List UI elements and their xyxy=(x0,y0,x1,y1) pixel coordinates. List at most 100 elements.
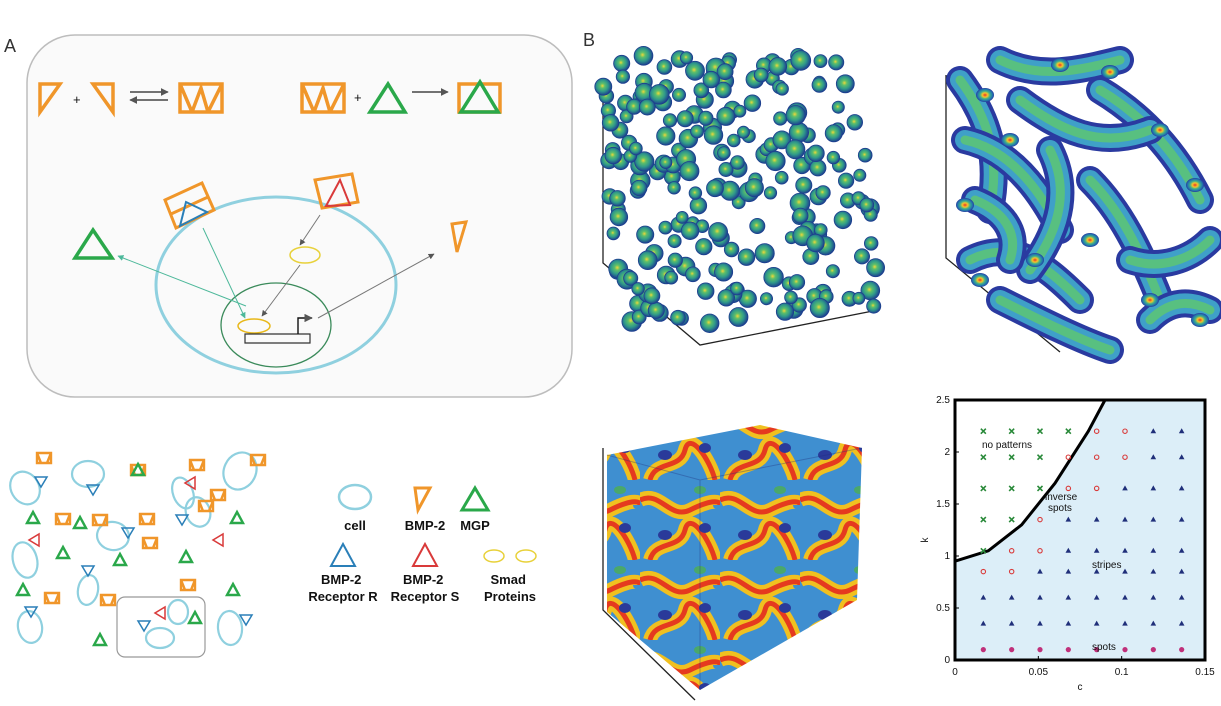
phase-point-spots xyxy=(1122,647,1128,653)
phase-point-stripes xyxy=(1150,568,1157,574)
spot-blob xyxy=(784,290,798,305)
tissue-mgp xyxy=(91,631,109,647)
tissue-bmp2 xyxy=(179,578,197,592)
tube-core xyxy=(970,195,1018,265)
phase-point-stripes xyxy=(1150,428,1157,434)
spot-blob xyxy=(631,282,645,296)
spot-blob xyxy=(643,287,661,305)
legend-smad-label: Smad Proteins xyxy=(484,572,536,604)
spot-blob xyxy=(634,151,655,172)
legend-smad-icon-1 xyxy=(483,549,505,563)
tissue-mgp xyxy=(224,581,242,597)
spot-blob xyxy=(717,289,736,307)
spot-blob xyxy=(716,63,734,81)
x-tick-label: 0.1 xyxy=(1115,667,1129,678)
spot-blob xyxy=(679,51,694,65)
legend-receptor-s-label: BMP-2 Receptor S xyxy=(391,572,460,604)
promoter-arrow xyxy=(297,313,313,334)
y-tick-label: 0 xyxy=(944,655,950,666)
phase-point-stripes xyxy=(1178,547,1185,553)
tissue-receptor-r xyxy=(80,565,96,578)
spot-blob xyxy=(790,50,812,71)
panel-a-letter: A xyxy=(4,36,16,56)
tissue-cell xyxy=(11,541,39,579)
tissue-cell xyxy=(171,476,195,510)
spot-blob xyxy=(693,82,710,99)
phase-point-inverse-spots xyxy=(1122,454,1128,460)
spot-blob xyxy=(730,155,745,170)
spot-blob xyxy=(792,207,809,224)
spot-blob xyxy=(629,141,643,156)
phase-points xyxy=(980,428,1185,653)
phase-point-no-patterns xyxy=(980,547,987,554)
phase-point-stripes xyxy=(1093,516,1100,522)
tissue-mgp xyxy=(24,509,42,525)
phase-point-stripes xyxy=(1037,620,1043,626)
spot-blob xyxy=(647,301,665,319)
spot-blob xyxy=(773,111,788,126)
phase-point-inverse-spots xyxy=(1065,485,1072,492)
legend: cell BMP-2 MGP BMP-2 Receptor R BMP-2 Re… xyxy=(308,483,537,604)
legend-smad-line1: Smad xyxy=(490,572,525,587)
tissue-receptor-s xyxy=(211,532,224,548)
bmp2-monomer-left xyxy=(38,82,64,118)
y-tick-label: 1.5 xyxy=(936,499,950,510)
spot-blob xyxy=(775,302,795,321)
spot-blob xyxy=(604,146,623,165)
spot-blob xyxy=(835,74,855,94)
x-tick-label: 0 xyxy=(952,667,958,678)
spot-blob xyxy=(623,270,639,286)
spot-blob xyxy=(702,70,721,89)
tissue-cell xyxy=(95,520,131,552)
tissue-mgp xyxy=(228,509,246,525)
spot-blob xyxy=(833,210,853,230)
spot-blob xyxy=(754,243,775,264)
spot-blob xyxy=(753,67,769,83)
tube-cross-section xyxy=(971,273,989,287)
secreted-mgp xyxy=(71,226,116,260)
cube-labyrinth-edges xyxy=(606,447,863,690)
spot-blob xyxy=(733,104,747,118)
spot-blob xyxy=(703,125,724,145)
spot-blob xyxy=(676,110,694,128)
tube-cross-section xyxy=(1026,253,1044,267)
tissue-bmp2 xyxy=(249,453,267,467)
spot-blob xyxy=(658,220,673,235)
tissue-receptor-r xyxy=(85,484,101,497)
tissue-receptor-s xyxy=(27,532,40,548)
phase-boundary xyxy=(954,399,1107,563)
spot-blob xyxy=(723,241,740,258)
legend-receptor-s-line1: BMP-2 xyxy=(403,572,443,587)
spot-blob xyxy=(825,264,840,279)
spot-blob xyxy=(846,114,864,131)
cube-tubes xyxy=(945,46,1221,364)
spot-blob xyxy=(809,297,830,318)
receptor-r-complex-bmp xyxy=(163,181,216,231)
spot-blob xyxy=(700,313,720,334)
panel-a-mechanism: + + xyxy=(9,34,573,658)
mgp-triangle xyxy=(366,80,409,114)
spot-blob xyxy=(737,125,751,139)
spot-blob xyxy=(826,150,841,165)
tissue-cell xyxy=(144,626,176,650)
tissue-cell xyxy=(9,470,41,506)
tissue-mgp xyxy=(14,581,32,597)
spot-blob xyxy=(675,210,689,224)
tissue-receptor-s xyxy=(153,605,166,621)
phase-point-stripes xyxy=(1008,620,1015,626)
phase-point-no-patterns xyxy=(980,485,987,492)
complex-mgp xyxy=(457,78,502,114)
y-tick-label: 2.5 xyxy=(936,395,950,406)
spot-blob xyxy=(749,217,766,234)
phase-point-stripes xyxy=(1178,594,1185,600)
legend-receptor-r-label: BMP-2 Receptor R xyxy=(308,572,378,604)
mechanism-box xyxy=(26,34,573,398)
spot-blob xyxy=(662,113,678,128)
tube-core xyxy=(995,295,1115,355)
reaction-dimerization: + xyxy=(38,82,224,118)
legend-receptor-r-line1: BMP-2 xyxy=(321,572,361,587)
tissue-bmp2 xyxy=(209,488,227,502)
tissue-mgp xyxy=(186,609,204,625)
spot-blob xyxy=(828,54,845,71)
spot-blob xyxy=(788,122,810,143)
